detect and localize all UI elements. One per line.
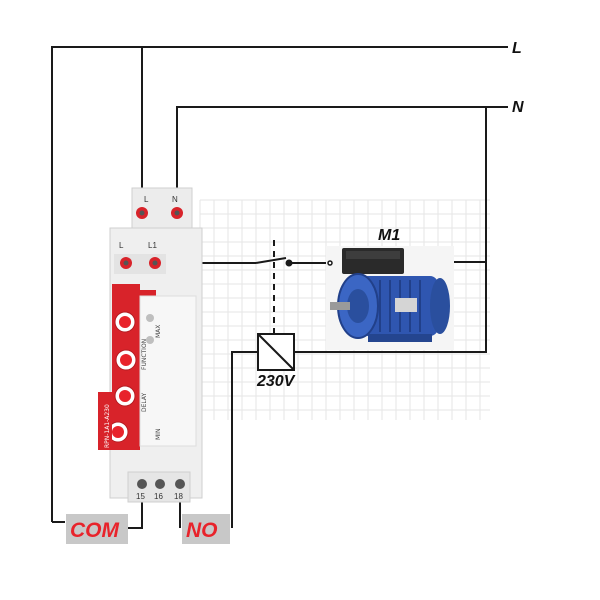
motor-label: M1 [378,227,400,244]
relay-top-terminal-1: L [144,195,149,204]
relay-knobs [107,311,137,443]
relay-label-function: FUNCTION [141,339,148,370]
coil-symbol [257,333,295,371]
relay-led-2 [146,336,154,344]
relay-module: L N L L1 relpol [98,187,203,503]
wire-l [51,46,508,522]
relay-label-max: MAX [155,325,162,338]
relay-upper-terminal-2: L1 [148,241,157,250]
relay-top-terminal-2: N [172,195,178,204]
com-tag-label: COM [70,519,120,542]
no-tag-label: NO [186,519,218,542]
motor-terminals [327,260,333,266]
relay-model: RPN-1A1-A230 [104,404,111,448]
motor-icon [326,246,454,350]
relay-bottom-terminal-16: 16 [154,492,163,501]
wire-com [52,495,143,529]
relay-bottom-terminal-15: 15 [136,492,145,501]
line-l-label: L [512,40,522,57]
no-tag: NO [182,514,230,544]
relay-label-delay: DELAY [141,392,148,412]
line-n-label: N [512,99,524,116]
relay-upper-terminal-1: L [119,241,124,250]
relay-bottom-terminal-18: 18 [174,492,183,501]
relay-label-min: MIN [155,429,162,440]
switch-contact [255,240,293,334]
com-tag: COM [66,514,128,544]
wire-n [176,106,508,353]
relay-led-1 [146,314,154,322]
coil-voltage-label: 230V [256,373,296,390]
